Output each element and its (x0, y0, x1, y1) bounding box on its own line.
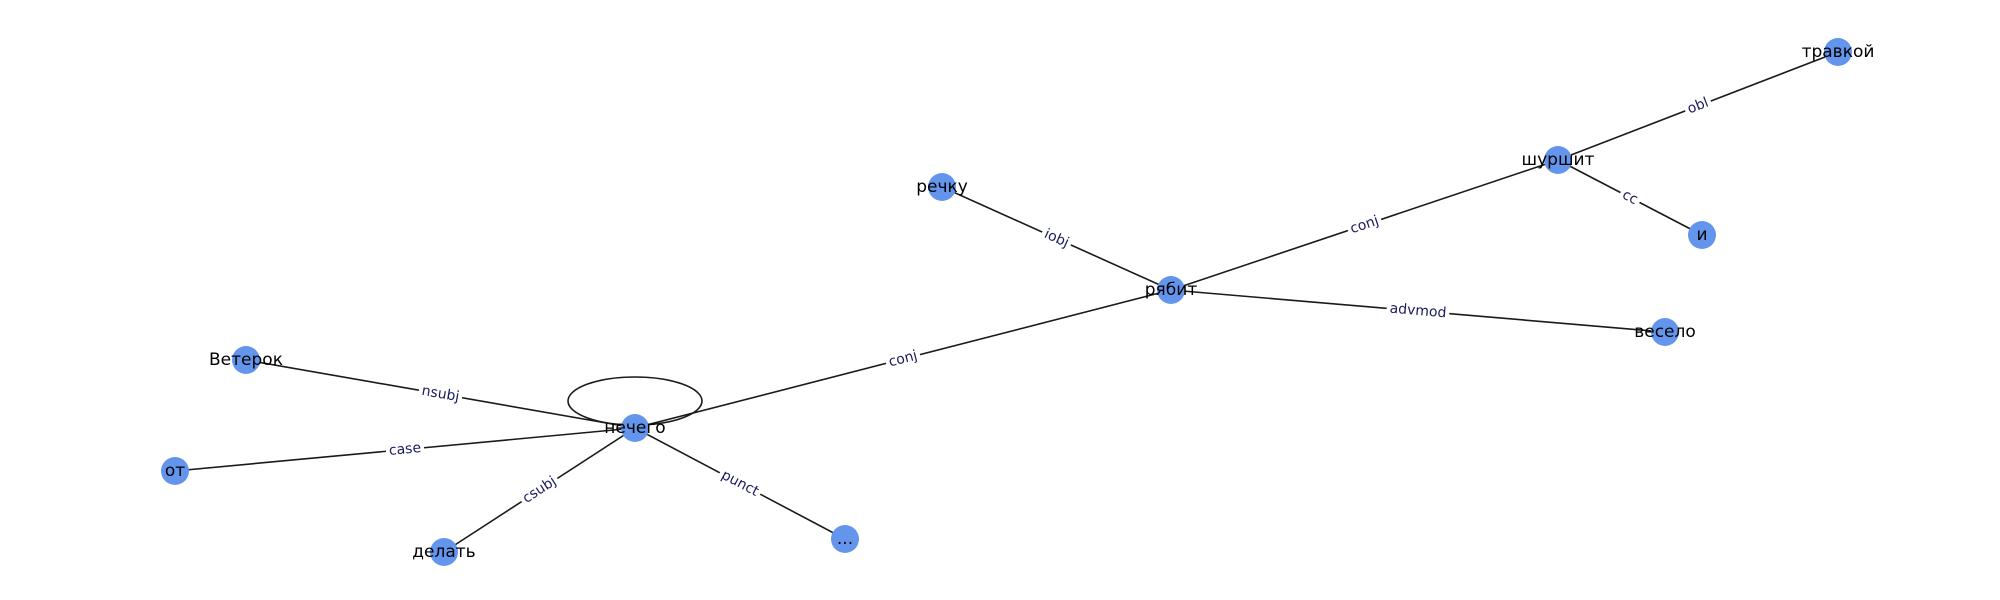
edge-label-group-nechego-delat: csubj (516, 470, 563, 510)
edge-label-background (417, 381, 464, 407)
edge-label-nsubj: nsubj (420, 383, 460, 405)
edge-label-background (1682, 92, 1714, 120)
edge-labels-layer: obl cc conj iobj advmod conj nsubj case csubj pun… (385, 92, 1714, 510)
node-label-travkoy: травкой (1802, 42, 1875, 62)
edge-label-background (715, 464, 765, 503)
node-veterok (232, 346, 260, 374)
node-dots (831, 525, 859, 553)
node-label-veterok: Ветерок (209, 350, 283, 370)
edge-label-group-nechego-dots: punct (715, 464, 765, 503)
edges-layer (174, 51, 1839, 553)
edge-label-background (516, 470, 563, 510)
node-label-ot: от (165, 461, 185, 481)
node-veselo (1651, 318, 1679, 346)
node-label-dots: ... (837, 529, 853, 549)
edge-label-obl: obl (1685, 95, 1711, 118)
edge-label-group-ryabit-shurshit: conj (1345, 210, 1384, 240)
node-ot (161, 457, 189, 485)
edge-label-group-ryabit-rechku: iobj (1038, 223, 1075, 254)
edge-label-group-nechego-veterok: nsubj (417, 381, 464, 407)
node-travkoy (1824, 38, 1852, 66)
edge-label-group-ryabit-veselo: advmod (1385, 299, 1451, 323)
edge-label-group-shurshit-i: cc (1616, 184, 1644, 211)
edge-label-background (1038, 223, 1075, 254)
nodes-layer (161, 38, 1852, 566)
node-label-i: и (1696, 225, 1707, 245)
node-i (1688, 221, 1716, 249)
edge-label-background (1345, 210, 1384, 240)
node-rechku (928, 173, 956, 201)
edge-label-advmod: advmod (1389, 301, 1447, 322)
node-label-shurshit: шуршит (1522, 150, 1595, 170)
edge-label-punct: punct (719, 467, 762, 500)
node-label-ryabit: рябит (1145, 280, 1198, 300)
edge-label-group-shurshit-travkoy: obl (1682, 92, 1714, 120)
edge-label-background (1385, 299, 1451, 323)
edge-label-background (1616, 184, 1644, 211)
edge-label-csubj: csubj (520, 473, 559, 506)
node-label-nechego: нечего (604, 418, 665, 438)
node-ryabit (1157, 276, 1185, 304)
edge-label-background (883, 345, 923, 373)
node-delat (430, 538, 458, 566)
node-nechego (621, 414, 649, 442)
edge-label-group-nechego-ryabit: conj (883, 345, 923, 373)
node-label-veselo: весело (1634, 322, 1696, 342)
node-shurshit (1544, 146, 1572, 174)
node-label-rechku: речку (916, 177, 968, 197)
edge-label-case: case (388, 440, 422, 459)
node-label-delat: делать (412, 542, 475, 562)
edge-label-background (385, 438, 425, 461)
edge-label-group-nechego-ot: case (385, 438, 425, 461)
edge-label-conj: conj (887, 348, 919, 371)
edge-label-cc: cc (1619, 187, 1640, 208)
